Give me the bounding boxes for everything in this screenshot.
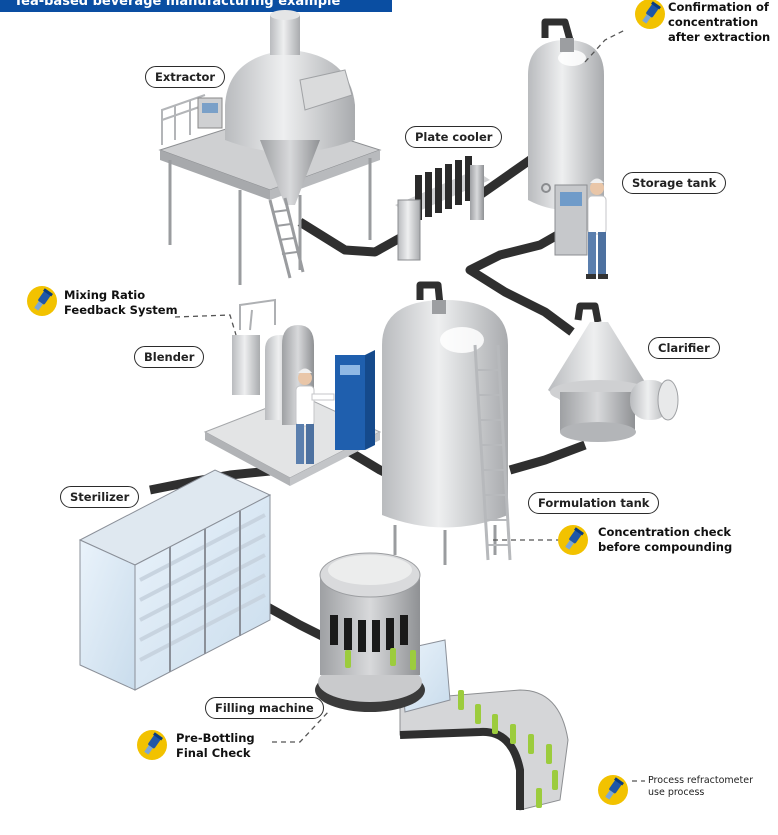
- checkpoint-before-compounding: Concentration check before compounding: [598, 525, 732, 555]
- label-sterilizer: Sterilizer: [60, 486, 140, 508]
- label-storage-tank: Storage tank: [622, 172, 727, 194]
- filling-machine-unit: [315, 552, 425, 712]
- sterilizer-unit: [78, 469, 272, 691]
- note-line: Mixing Ratio: [64, 288, 146, 302]
- label-plate-cooler: Plate cooler: [405, 126, 503, 148]
- note-line: Final Check: [176, 746, 251, 760]
- legend-line: use process: [648, 787, 705, 798]
- conveyor-line: [399, 639, 569, 811]
- label-filling-machine: Filling machine: [205, 697, 324, 719]
- title-banner: Tea-based beverage manufacturing example: [0, 0, 392, 12]
- pipe-clarifier-to-formulation: [508, 440, 587, 475]
- note-line: concentration: [668, 15, 759, 29]
- banner-title: Tea-based beverage manufacturing example: [14, 0, 341, 9]
- formulation-tank-unit: [382, 300, 512, 565]
- note-line: Confirmation of: [668, 0, 769, 14]
- blender-unit: [203, 298, 382, 486]
- label-extractor: Extractor: [145, 66, 226, 88]
- note-line: Concentration check: [598, 525, 732, 539]
- legend: Process refractometer use process: [648, 775, 753, 799]
- checkpoint-pre-bottling: Pre-Bottling Final Check: [176, 731, 255, 761]
- refractometer-badge-icon: [558, 525, 588, 555]
- refractometer-badge-icon: [137, 730, 167, 760]
- bottle-row: [345, 648, 558, 808]
- leader-lines: [174, 29, 645, 782]
- label-clarifier: Clarifier: [648, 337, 720, 359]
- note-line: after extraction: [668, 30, 771, 44]
- label-formulation-tank: Formulation tank: [528, 492, 660, 514]
- refractometer-badge-icon: [27, 286, 57, 316]
- refractometer-badge-icon: [635, 0, 665, 29]
- pipe-extractor-to-cooler: [297, 218, 403, 257]
- operator-storage: [586, 178, 608, 279]
- plate-cooler-unit: [395, 156, 490, 261]
- checkpoint-mixing-ratio: Mixing Ratio Feedback System: [64, 288, 178, 318]
- note-line: before compounding: [598, 540, 733, 554]
- note-line: Feedback System: [64, 303, 178, 317]
- extractor-unit: [158, 10, 382, 285]
- pipe-storage-to-clarifier: [465, 221, 578, 336]
- note-line: Pre-Bottling: [176, 731, 255, 745]
- legend-line: Process refractometer: [648, 775, 754, 786]
- refractometer-badge-icon: [598, 775, 628, 805]
- checkpoint-after-extraction: Confirmation of concentration after extr…: [668, 0, 770, 45]
- clarifier-unit: [548, 322, 679, 442]
- storage-tank-unit: [528, 38, 604, 256]
- operator-blender: [295, 368, 335, 464]
- label-blender: Blender: [134, 346, 205, 368]
